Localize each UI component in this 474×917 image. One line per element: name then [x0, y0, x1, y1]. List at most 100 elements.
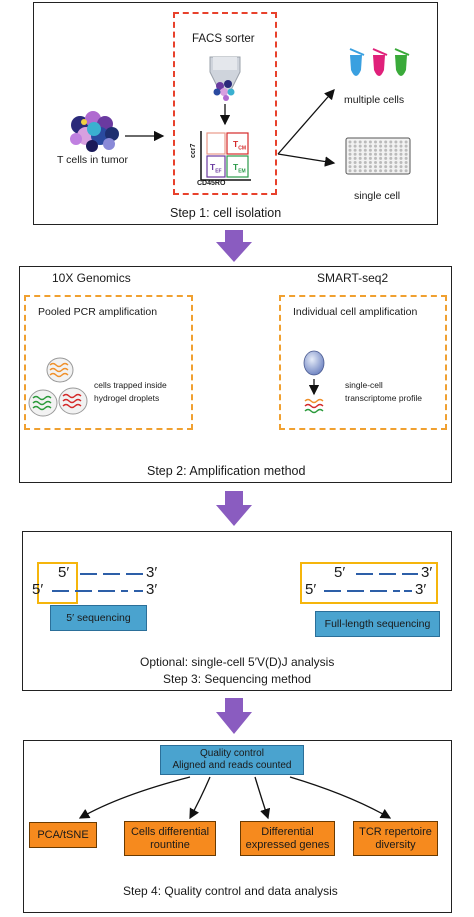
qc-line1: Quality control [200, 748, 264, 759]
well [389, 169, 393, 173]
well [379, 169, 383, 173]
single-cell-icon [303, 350, 325, 376]
well [363, 165, 367, 169]
diff-expressed-genes-box: Differential expressed genes [240, 821, 335, 856]
five-prime-seq-box: 5′ sequencing [50, 605, 147, 631]
well [358, 148, 362, 152]
sequence-dashes [52, 573, 418, 592]
right-top-5prime: 5′ [334, 564, 346, 581]
well [363, 148, 367, 152]
facs-sorter-label: FACS sorter [192, 33, 255, 45]
left-bot-5prime: 5′ [32, 581, 44, 598]
well [374, 148, 377, 152]
well [404, 156, 408, 160]
down-arrow-2 [216, 491, 252, 526]
pca-tsne-box: PCA/tSNE [29, 822, 97, 848]
well [353, 140, 357, 144]
well [399, 156, 403, 160]
well [374, 165, 377, 169]
well [348, 140, 352, 144]
well [384, 156, 388, 160]
well [374, 169, 377, 173]
well [404, 165, 408, 169]
well [399, 148, 403, 152]
well [404, 144, 408, 148]
well [363, 161, 367, 164]
well [404, 152, 408, 156]
well [394, 169, 398, 173]
well [353, 161, 357, 164]
well [374, 140, 377, 144]
step2-caption: Step 2: Amplification method [147, 464, 306, 478]
right-bot-3prime: 3′ [415, 581, 427, 598]
step2-panel [19, 266, 452, 483]
well [384, 148, 388, 152]
gate-cm-label: TCM [233, 139, 246, 152]
well [353, 165, 357, 169]
multiple-cells-label: multiple cells [344, 94, 405, 106]
well [384, 169, 388, 173]
qc-line2: Aligned and reads counted [172, 760, 292, 771]
well [379, 140, 383, 144]
well [404, 148, 408, 152]
well [384, 165, 388, 169]
gate-ef-label: TEF [210, 162, 222, 175]
well [384, 140, 388, 144]
facs-gate-plot [200, 131, 251, 181]
well [384, 152, 388, 156]
well [389, 152, 393, 156]
well [384, 144, 388, 148]
left-bot-3prime: 3′ [146, 581, 158, 598]
transcriptome-desc-line1: single-cell [345, 380, 383, 390]
pooled-pcr-box [24, 295, 193, 430]
step3-caption: Step 3: Sequencing method [163, 672, 312, 686]
collection-tubes-icon [349, 48, 410, 76]
left-top-5prime: 5′ [58, 564, 70, 581]
well [389, 165, 393, 169]
well [374, 144, 377, 148]
well [394, 161, 398, 164]
well [358, 140, 362, 144]
well [374, 156, 377, 160]
well [353, 152, 357, 156]
full-length-highlight [300, 562, 438, 604]
gate-em-label: TEM [233, 162, 246, 175]
well [379, 165, 383, 169]
well [399, 152, 403, 156]
well [358, 152, 362, 156]
well [384, 161, 388, 164]
well [348, 156, 352, 160]
tcr-repertoire-box: TCR repertoire diversity [353, 821, 438, 856]
individual-amp-label: Individual cell amplification [293, 306, 418, 318]
quality-control-box: Quality control Aligned and reads counte… [160, 745, 304, 775]
well [348, 152, 352, 156]
facs-sorter-box [173, 12, 277, 195]
well [368, 165, 372, 169]
right-bot-5prime: 5′ [305, 581, 317, 598]
well [368, 161, 372, 164]
well [399, 169, 403, 173]
well [368, 140, 372, 144]
well [348, 144, 352, 148]
well [389, 156, 393, 160]
down-arrow-3 [216, 698, 252, 734]
well [348, 148, 352, 152]
step4-caption: Step 4: Quality control and data analysi… [123, 884, 338, 898]
well [358, 165, 362, 169]
well [368, 156, 372, 160]
well [353, 156, 357, 160]
full-length-seq-box: Full-length sequencing [315, 611, 440, 637]
well [394, 144, 398, 148]
well [389, 140, 393, 144]
step1-panel [33, 2, 438, 225]
hydrogel-droplets-icon [28, 357, 88, 417]
well [394, 148, 398, 152]
well [368, 144, 372, 148]
well [379, 161, 383, 164]
well [353, 144, 357, 148]
well [399, 161, 403, 164]
well [358, 156, 362, 160]
well [348, 161, 352, 164]
well [389, 161, 393, 164]
